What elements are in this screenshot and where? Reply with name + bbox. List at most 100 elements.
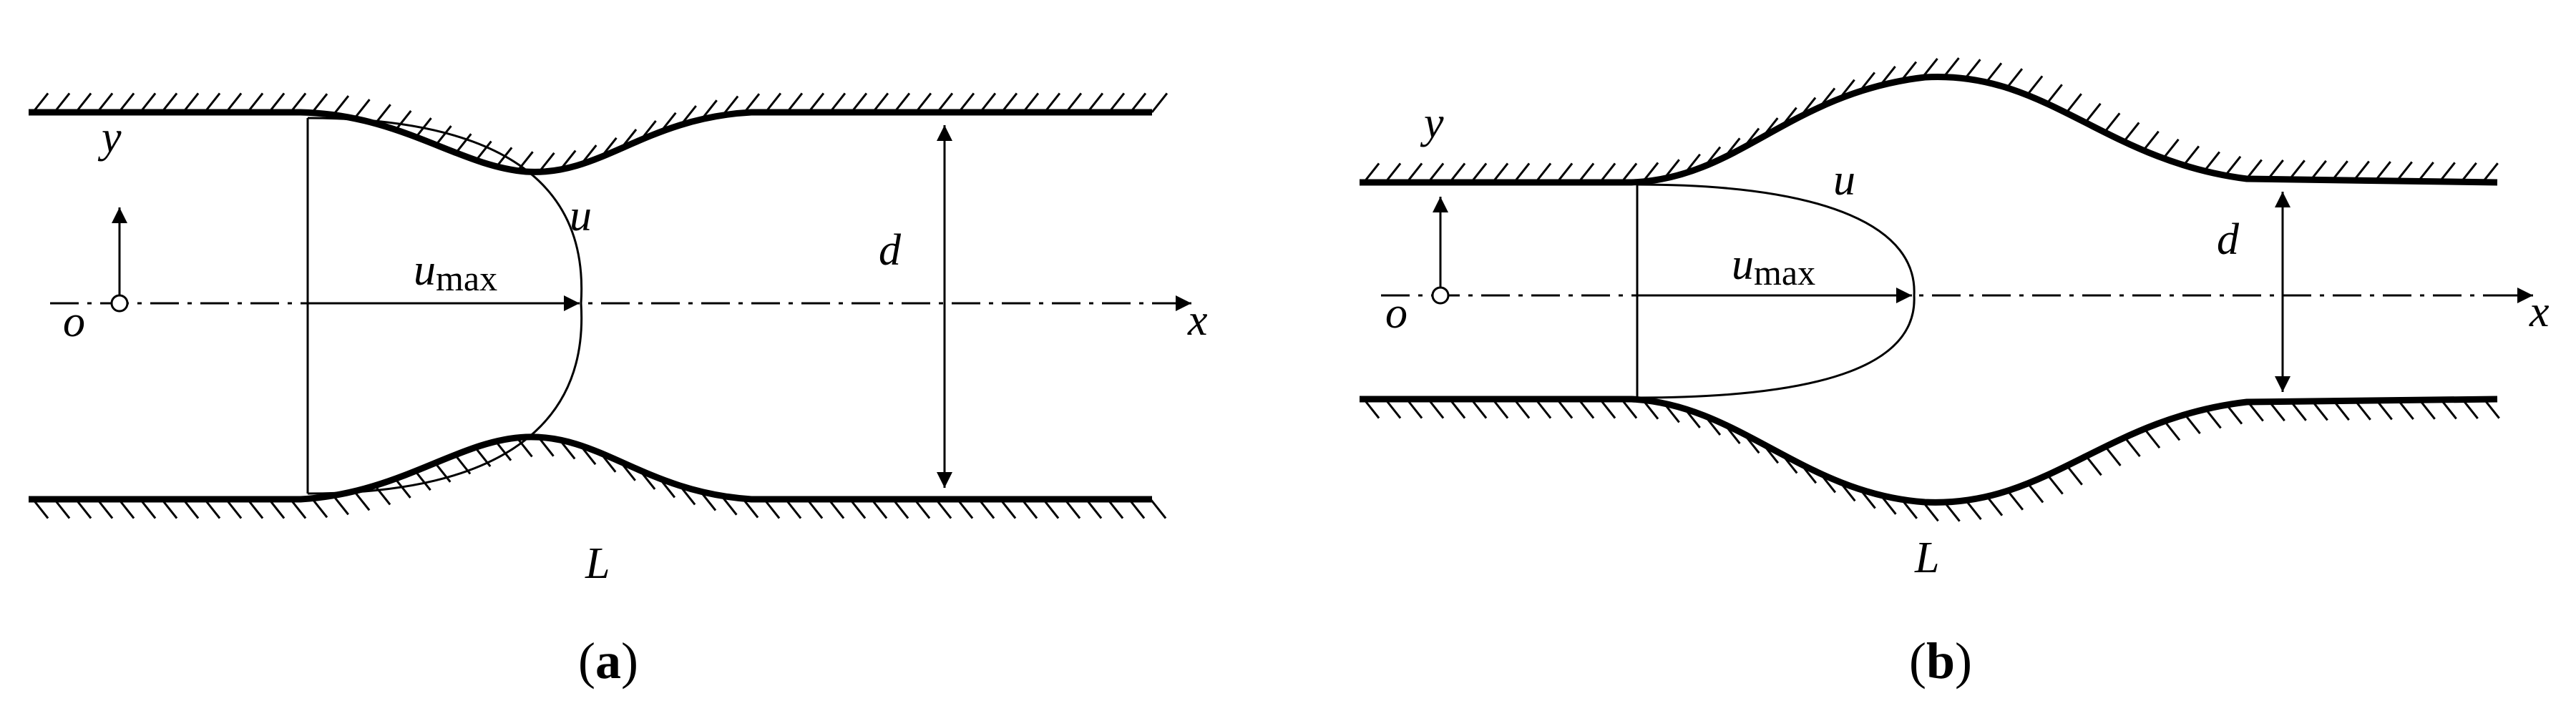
hatch-stroke xyxy=(1065,92,1083,113)
panel-a-origin-marker xyxy=(110,294,129,313)
hatch-stroke xyxy=(560,149,577,170)
hatch-stroke xyxy=(117,499,135,519)
hatch-stroke xyxy=(2290,401,2307,421)
hatch-stroke xyxy=(1921,57,1938,79)
hatch-stroke xyxy=(139,499,157,519)
hatch-stroke xyxy=(764,92,782,113)
hatch-stroke xyxy=(701,99,718,120)
panel-b-caption-close: ) xyxy=(1955,632,1972,690)
hatch-stroke xyxy=(913,499,931,519)
hatch-stroke xyxy=(2143,428,2161,449)
hatch-stroke xyxy=(2046,474,2064,495)
hatch-stroke xyxy=(1362,162,1380,183)
panel-a-bottom-wall-hatching xyxy=(31,436,1167,519)
hatch-stroke xyxy=(2124,436,2141,458)
panel-b-velocity-profile xyxy=(1636,183,1916,399)
hatch-stroke xyxy=(1129,92,1147,113)
hatch-stroke xyxy=(332,95,350,116)
panel-a: y o x u umax d L (a) xyxy=(29,92,1208,690)
hatch-stroke xyxy=(580,144,597,165)
hatch-stroke xyxy=(786,92,804,113)
hatch-stroke xyxy=(599,452,617,473)
hatch-stroke xyxy=(2354,400,2371,421)
hatch-stroke xyxy=(1800,463,1818,484)
hatch-stroke xyxy=(914,92,932,113)
hatch-stroke xyxy=(2085,455,2102,476)
hatch-stroke xyxy=(2142,130,2160,152)
hatch-stroke xyxy=(2397,399,2414,421)
hatch-stroke xyxy=(2184,413,2201,435)
hatch-stroke xyxy=(1534,162,1552,183)
hatch-stroke xyxy=(849,499,867,519)
hatch-stroke xyxy=(658,477,676,499)
hatch-stroke xyxy=(1780,107,1797,128)
hatch-stroke xyxy=(2163,420,2181,441)
hatch-stroke xyxy=(678,484,696,506)
hatch-stroke xyxy=(1641,399,1659,420)
panel-b-caption-letter: b xyxy=(1926,632,1955,690)
hatch-stroke xyxy=(807,92,825,113)
hatch-stroke xyxy=(374,484,391,506)
hatch-stroke xyxy=(2417,161,2434,182)
hatch-stroke xyxy=(2224,155,2242,177)
hatch-stroke xyxy=(414,470,431,491)
panel-a-velocity-profile xyxy=(307,117,583,495)
hatch-stroke xyxy=(784,499,802,519)
hatch-stroke xyxy=(558,438,576,460)
panel-a-u-label: u xyxy=(570,192,592,240)
panel-a-o-label: o xyxy=(63,298,85,346)
hatch-stroke xyxy=(31,499,49,519)
hatch-stroke xyxy=(979,92,997,113)
panel-b-bottom-wall xyxy=(1360,396,2498,506)
hatch-stroke xyxy=(1838,79,1855,100)
hatch-stroke xyxy=(1448,398,1466,419)
hatch-stroke xyxy=(936,92,954,113)
hatch-stroke xyxy=(2245,159,2263,180)
hatch-stroke xyxy=(246,499,264,519)
hatch-stroke xyxy=(246,92,264,113)
hatch-stroke xyxy=(289,499,307,519)
hatch-stroke xyxy=(182,92,200,113)
panel-b-top-wall xyxy=(1360,73,2498,186)
hatch-stroke xyxy=(2353,160,2370,182)
hatch-stroke xyxy=(2066,465,2083,486)
hatch-stroke xyxy=(660,112,677,133)
panel-a-caption-open: ( xyxy=(578,632,595,690)
hatch-stroke xyxy=(1151,92,1169,113)
hatch-stroke xyxy=(517,151,534,172)
hatch-stroke xyxy=(1762,443,1780,464)
hatch-stroke xyxy=(827,499,845,519)
panel-b-top-wall-hatching xyxy=(1362,57,2499,183)
hatch-stroke xyxy=(1922,501,1939,522)
hatch-stroke xyxy=(1663,159,1680,180)
hatch-stroke xyxy=(2310,160,2327,181)
hatch-stroke xyxy=(1663,402,1680,423)
hatch-stroke xyxy=(2203,151,2220,172)
hatch-stroke xyxy=(1405,162,1423,183)
hatch-stroke xyxy=(2006,68,2024,89)
hatch-stroke xyxy=(1641,162,1659,182)
hatch-stroke xyxy=(1108,92,1126,113)
hatch-stroke xyxy=(332,494,349,516)
hatch-stroke xyxy=(1880,494,1897,515)
hatch-stroke xyxy=(1965,499,1982,521)
hatch-stroke xyxy=(1086,92,1104,113)
panel-a-y-label: y xyxy=(97,113,122,162)
hatch-stroke xyxy=(2439,162,2456,182)
hatch-stroke xyxy=(353,490,371,511)
hatch-stroke xyxy=(957,92,975,113)
hatch-stroke xyxy=(203,499,221,519)
panel-b-caption-open: ( xyxy=(1909,632,1926,690)
hatch-stroke xyxy=(1513,162,1531,183)
hatch-stroke xyxy=(2247,401,2264,422)
hatch-stroke xyxy=(311,93,328,114)
hatch-stroke xyxy=(1085,499,1103,519)
hatch-stroke xyxy=(1704,415,1722,436)
hatch-stroke xyxy=(1943,501,1961,522)
hatch-stroke xyxy=(2460,162,2477,183)
hatch-stroke xyxy=(1858,72,1875,92)
hatch-stroke xyxy=(619,461,636,481)
hatch-stroke xyxy=(1556,162,1574,183)
hatch-stroke xyxy=(2205,408,2222,429)
hatch-stroke xyxy=(395,110,412,131)
